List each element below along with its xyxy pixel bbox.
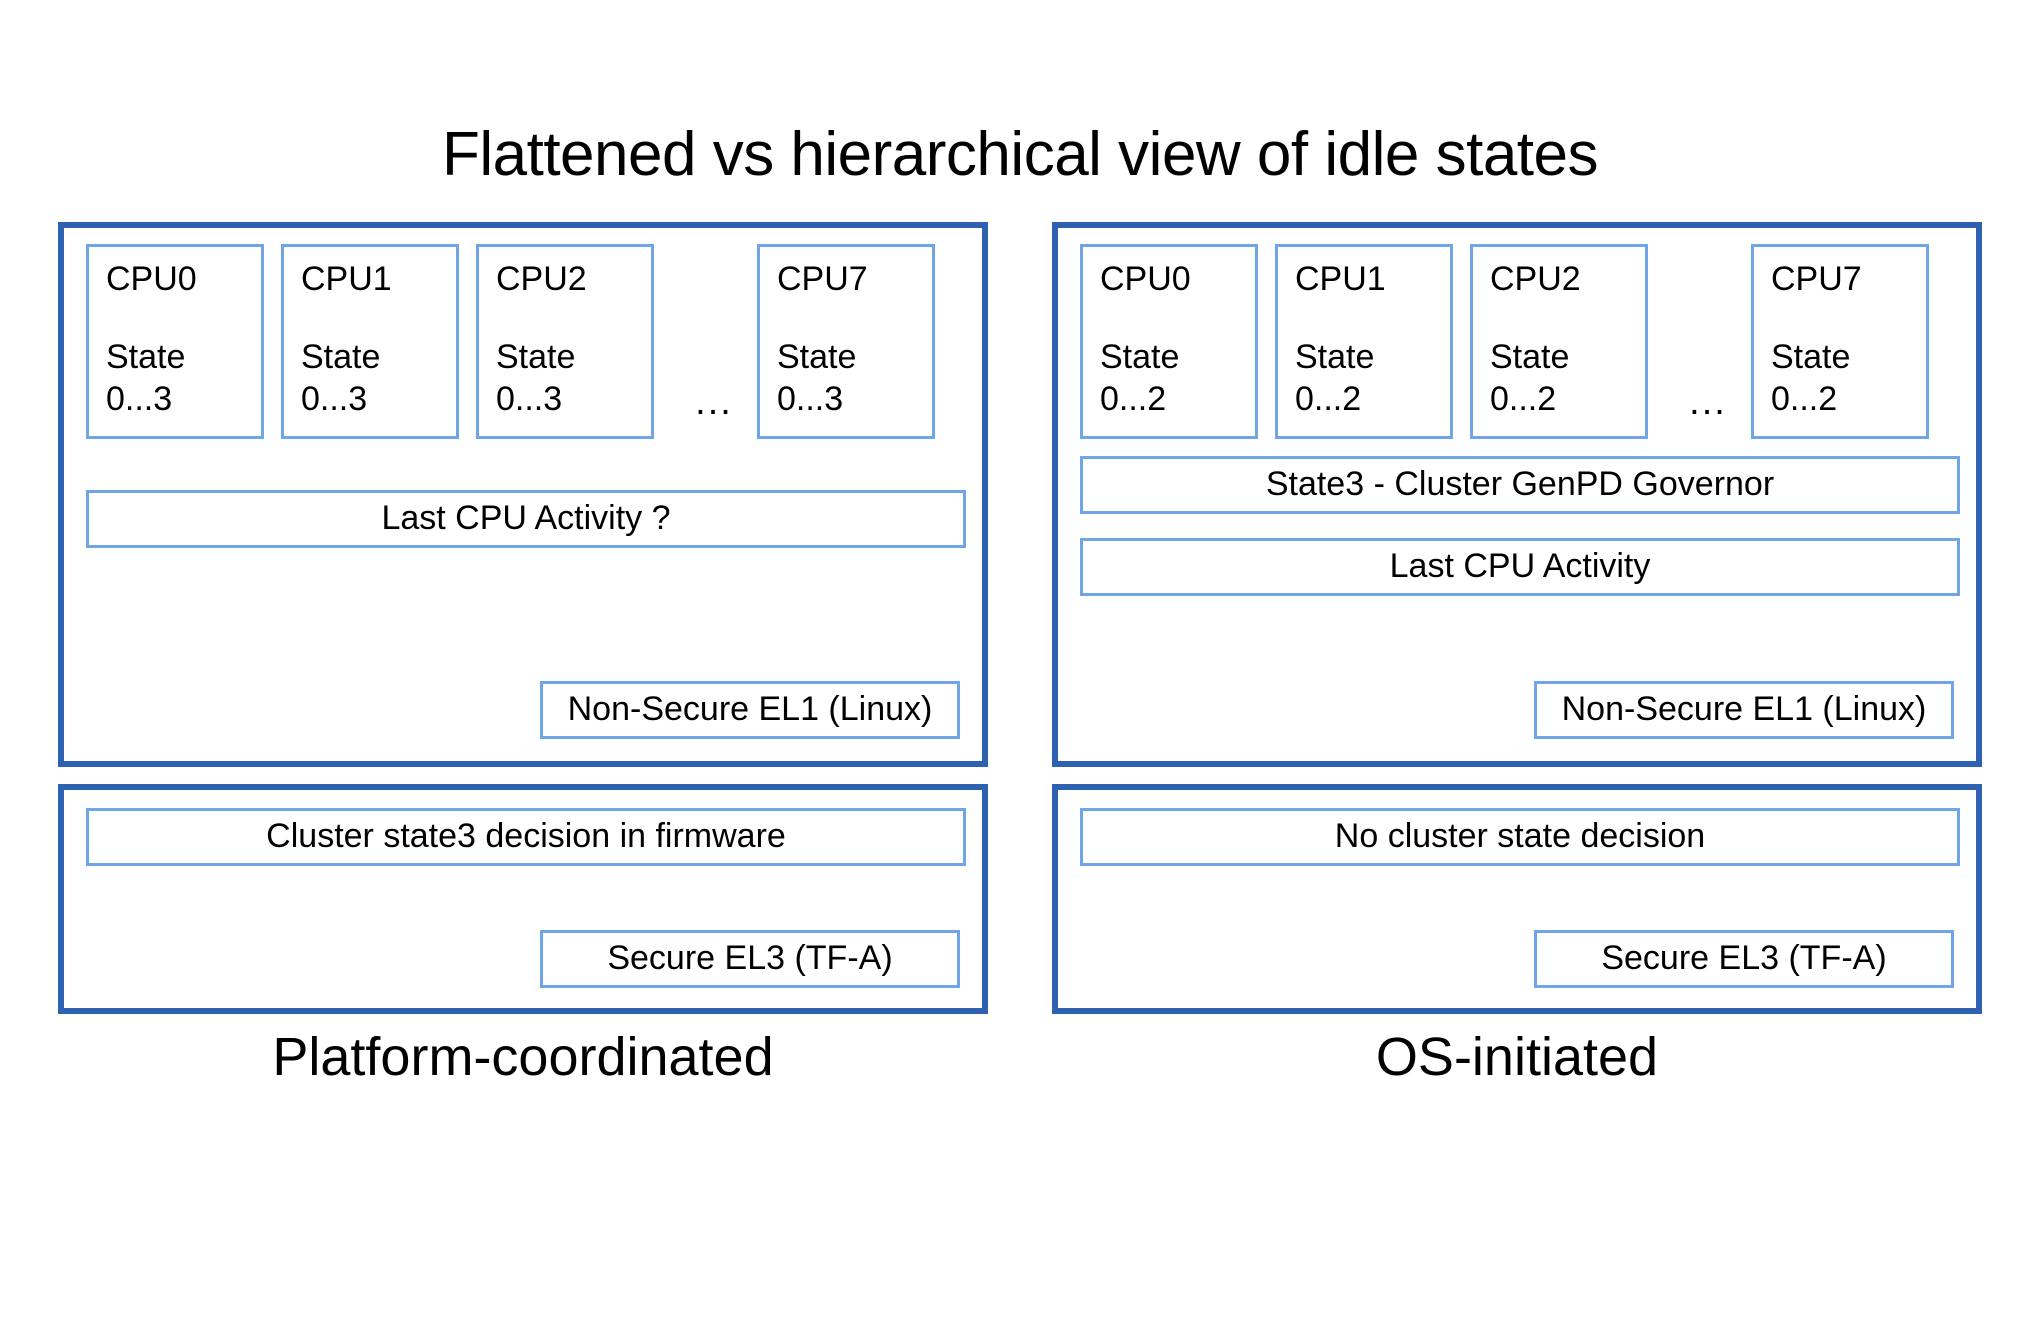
cpu-ellipsis: ... [695,381,733,423]
cpu-box-cpu0[interactable]: CPU0 State 0...3 [86,244,264,439]
cpu-label: CPU7 [1771,260,1862,298]
cpu-label: CPU2 [496,260,587,298]
exception-level-el1-tag: Non-Secure EL1 (Linux) [540,681,960,739]
cpu-box-cpu1[interactable]: CPU1 State 0...2 [1275,244,1453,439]
cpu-row-os-initiated: CPU0 State 0...2 CPU1 State 0...2 CPU2 S… [1080,244,1960,439]
cpu-box-cpu7[interactable]: CPU7 State 0...3 [757,244,935,439]
cpu-state-range: State 0...2 [1771,338,1851,418]
exception-level-el1-tag: Non-Secure EL1 (Linux) [1534,681,1954,739]
cpu-row-platform-coordinated: CPU0 State 0...3 CPU1 State 0...3 CPU2 S… [86,244,966,439]
exception-level-el3-tag: Secure EL3 (TF-A) [540,930,960,988]
caption-platform-coordinated: Platform-coordinated [272,1027,774,1087]
page-title: Flattened vs hierarchical view of idle s… [441,120,1599,189]
firmware-panel-platform-coordinated: Cluster state3 decision in firmware Secu… [58,784,988,1014]
cpu-state-range: State 0...2 [1100,338,1180,418]
cluster-genpd-governor-box[interactable]: State3 - Cluster GenPD Governor [1080,456,1960,514]
cpu-label: CPU1 [1295,260,1386,298]
column-platform-coordinated: CPU0 State 0...3 CPU1 State 0...3 CPU2 S… [58,222,988,1014]
cpu-label: CPU7 [777,260,868,298]
last-cpu-activity-box[interactable]: Last CPU Activity ? [86,490,966,548]
cpu-box-cpu0[interactable]: CPU0 State 0...2 [1080,244,1258,439]
cpu-state-range: State 0...3 [496,338,576,418]
firmware-panel-os-initiated: No cluster state decision Secure EL3 (TF… [1052,784,1982,1014]
cpu-label: CPU1 [301,260,392,298]
cpu-box-cpu1[interactable]: CPU1 State 0...3 [281,244,459,439]
cpu-state-range: State 0...2 [1295,338,1375,418]
last-cpu-activity-box[interactable]: Last CPU Activity [1080,538,1960,596]
cpu-box-cpu2[interactable]: CPU2 State 0...2 [1470,244,1648,439]
cpu-box-cpu7[interactable]: CPU7 State 0...2 [1751,244,1929,439]
cpu-state-range: State 0...2 [1490,338,1570,418]
cpu-state-range: State 0...3 [777,338,857,418]
cpu-label: CPU0 [106,260,197,298]
os-panel-platform-coordinated: CPU0 State 0...3 CPU1 State 0...3 CPU2 S… [58,222,988,767]
cpu-state-range: State 0...3 [106,338,186,418]
cpu-label: CPU0 [1100,260,1191,298]
cluster-state-decision-box[interactable]: Cluster state3 decision in firmware [86,808,966,866]
cluster-state-decision-box[interactable]: No cluster state decision [1080,808,1960,866]
cpu-ellipsis: ... [1689,381,1727,423]
caption-os-initiated: OS-initiated [1375,1027,1659,1087]
os-panel-os-initiated: CPU0 State 0...2 CPU1 State 0...2 CPU2 S… [1052,222,1982,767]
cpu-state-range: State 0...3 [301,338,381,418]
exception-level-el3-tag: Secure EL3 (TF-A) [1534,930,1954,988]
column-os-initiated: CPU0 State 0...2 CPU1 State 0...2 CPU2 S… [1052,222,1982,1014]
cpu-label: CPU2 [1490,260,1581,298]
cpu-box-cpu2[interactable]: CPU2 State 0...3 [476,244,654,439]
